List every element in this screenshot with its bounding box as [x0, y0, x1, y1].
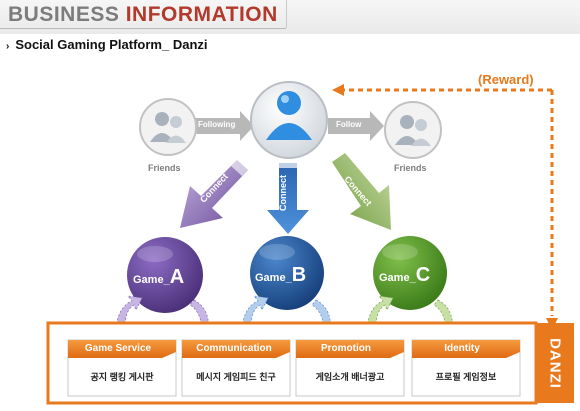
- follow-label: Follow: [336, 120, 362, 129]
- friends-right-icon: [384, 101, 442, 159]
- game-b-sphere: [250, 236, 324, 310]
- reward-label: (Reward): [478, 72, 534, 87]
- service-desc-game-service: 공지 랭킹 게시판: [90, 372, 154, 382]
- service-desc-communication: 메시지 게임피드 친구: [196, 372, 276, 382]
- follow-arrow: [328, 111, 384, 141]
- service-desc-identity: 프로필 게임정보: [435, 372, 497, 382]
- user-center-icon: [250, 81, 328, 159]
- connect-arrow-left: [180, 160, 248, 228]
- service-box-game-service: [67, 339, 177, 397]
- reward-arrow-head: [332, 84, 344, 96]
- game-c-label: Game_C: [379, 264, 430, 287]
- game-a-sphere: [127, 237, 203, 313]
- friends-right-label: Friends: [394, 163, 427, 173]
- title-word-business: BUSINESS: [8, 3, 120, 26]
- game-b-label: Game_B: [255, 264, 306, 287]
- service-box-promotion: [295, 339, 405, 397]
- friends-left-icon: [139, 98, 197, 156]
- header-underline: [0, 28, 286, 29]
- game-b-prefix: Game_: [255, 272, 292, 284]
- header-divider: [286, 0, 287, 28]
- section-subtitle: › Social Gaming Platform_ Danzi: [6, 37, 208, 52]
- following-arrow: [192, 111, 254, 141]
- subtitle-text: Social Gaming Platform_ Danzi: [15, 37, 208, 52]
- danzi-vertical-label: DANZI: [546, 338, 564, 389]
- service-title-promotion: Promotion: [321, 343, 371, 354]
- connect-arrow-right: [332, 153, 391, 230]
- service-box-communication: [181, 339, 291, 397]
- service-title-game-service: Game Service: [84, 343, 152, 354]
- game-a-letter: A: [169, 266, 185, 288]
- page-title: BUSINESS INFORMATION: [8, 3, 278, 27]
- connect-arrow-center: [267, 163, 309, 234]
- service-title-identity: Identity: [444, 343, 480, 354]
- friends-left-label: Friends: [148, 163, 181, 173]
- game-a-prefix: Game_: [133, 274, 170, 286]
- game-c-sphere: [373, 236, 447, 310]
- following-label: Following: [198, 120, 236, 129]
- game-b-letter: B: [291, 264, 307, 286]
- connect-label-center: Connect: [278, 175, 288, 211]
- service-title-communication: Communication: [196, 343, 272, 354]
- title-word-information: INFORMATION: [125, 3, 278, 26]
- service-box-identity: [411, 339, 521, 397]
- game-c-letter: C: [415, 264, 431, 286]
- header-bar: BUSINESS INFORMATION: [0, 0, 580, 34]
- chevron-right-icon: ›: [6, 41, 10, 52]
- game-a-label: Game_A: [133, 266, 184, 289]
- game-c-prefix: Game_: [379, 272, 416, 284]
- service-desc-promotion: 게임소개 배너광고: [315, 372, 385, 382]
